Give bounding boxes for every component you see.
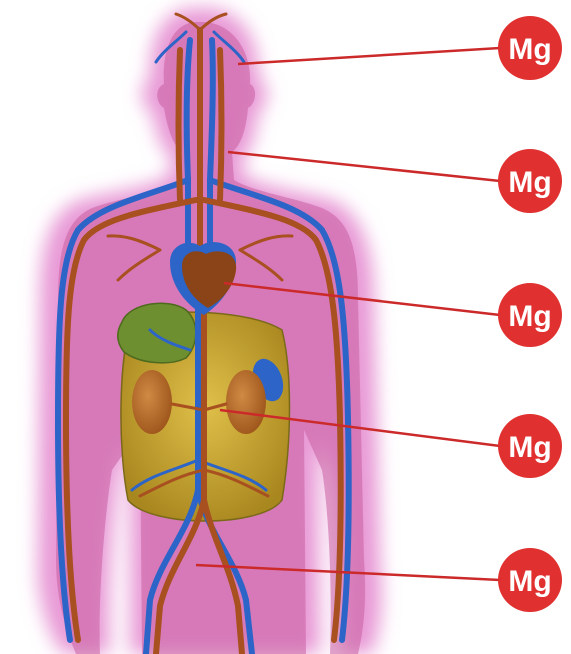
mg-label-heart: Mg (508, 300, 551, 333)
liver (118, 303, 196, 363)
left-kidney (132, 370, 172, 434)
mg-label-brain: Mg (508, 33, 551, 66)
right-kidney (226, 370, 266, 434)
callout-line-brain (238, 48, 500, 64)
mg-label-neck: Mg (508, 166, 551, 199)
callout-line-neck (228, 152, 500, 181)
mg-label-kidney: Mg (508, 431, 551, 464)
mg-label-pelvis: Mg (508, 565, 551, 598)
